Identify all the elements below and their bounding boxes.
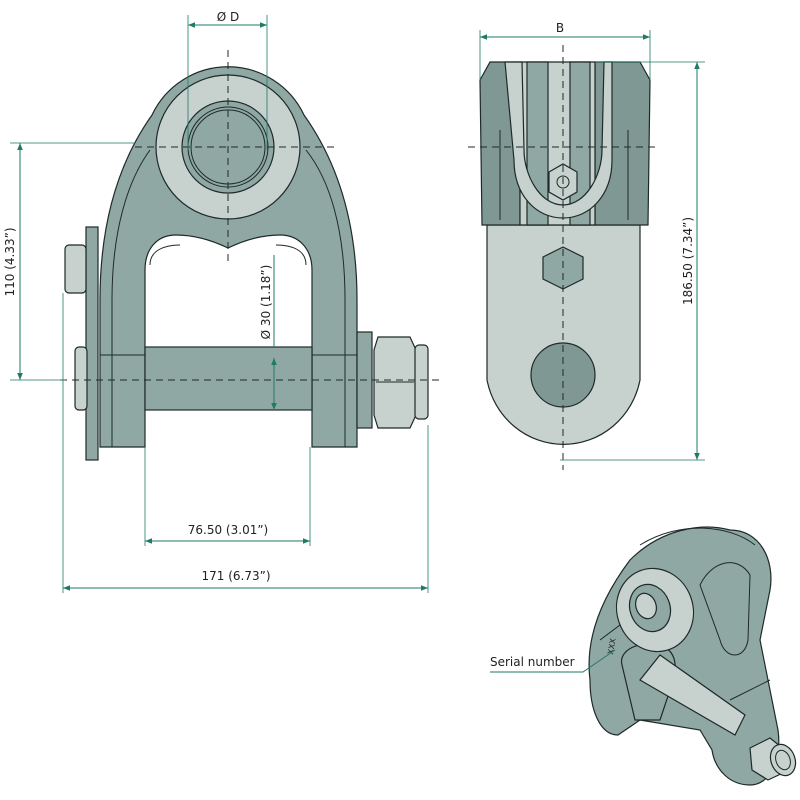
dim-bolt-diameter: Ø 30 (1.18”) bbox=[259, 265, 273, 340]
dim-height-center: 110 (4.33”) bbox=[3, 227, 17, 296]
bolt-shaft bbox=[144, 346, 313, 411]
left-washer-plate bbox=[85, 226, 99, 461]
bolt-end bbox=[414, 344, 429, 420]
front-dimensions: Ø D 110 (4.33”) Ø 30 (1.18”) 76.50 (3.01… bbox=[3, 10, 429, 593]
dim-overall-width: 171 (6.73”) bbox=[201, 569, 270, 583]
dim-inner-width: 76.50 (3.01”) bbox=[188, 523, 268, 537]
serial-mark: XXX bbox=[606, 637, 618, 655]
side-view bbox=[468, 45, 660, 470]
iso-pin bbox=[639, 654, 746, 736]
dim-width-b: B bbox=[556, 21, 564, 35]
side-dimensions: B 186.50 (7.34”) bbox=[479, 21, 705, 461]
serial-number-label: Serial number bbox=[490, 655, 575, 669]
left-bolt-head bbox=[64, 244, 87, 294]
pin-end bbox=[74, 346, 88, 411]
dim-pin-diameter: Ø D bbox=[217, 10, 240, 24]
isometric-view: XXX Serial number bbox=[490, 526, 797, 786]
iso-shackle-body bbox=[588, 526, 780, 786]
front-view bbox=[60, 50, 440, 461]
dim-overall-height: 186.50 (7.34”) bbox=[681, 217, 695, 305]
